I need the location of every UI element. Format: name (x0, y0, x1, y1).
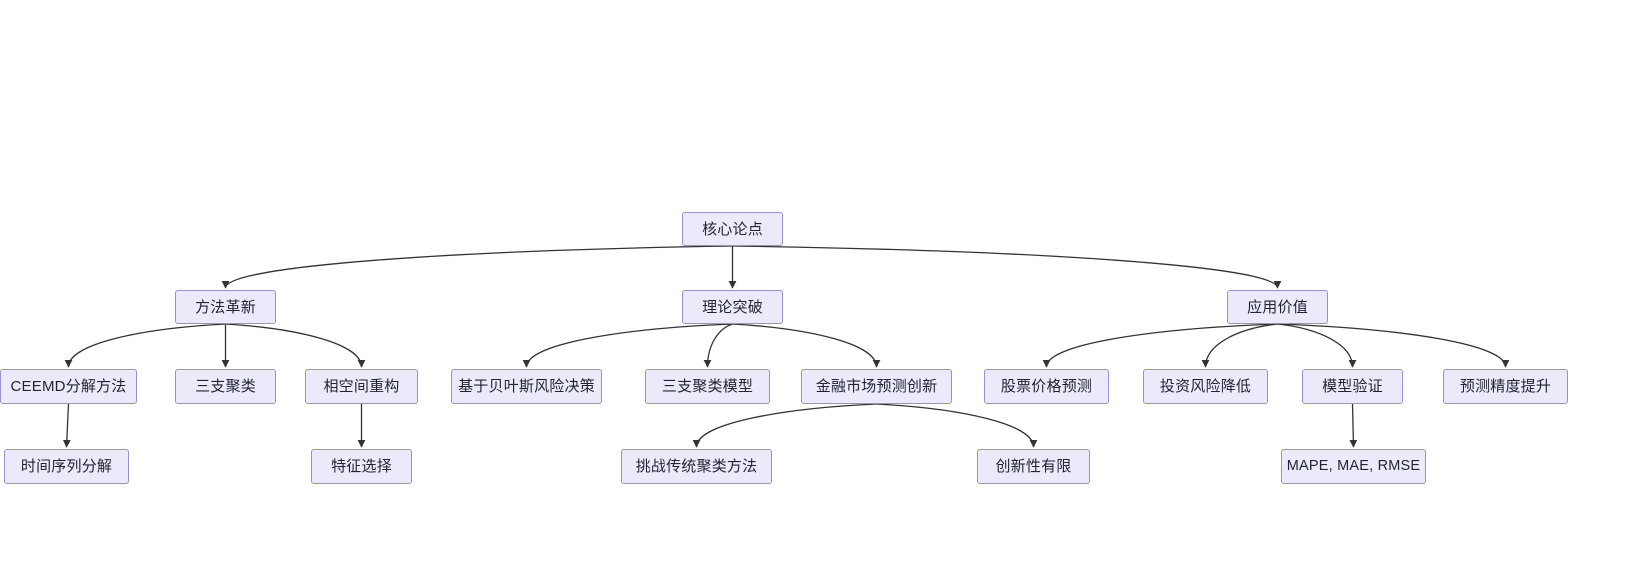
edge-l2a-to-l3a3 (225, 323, 366, 368)
edge-root-to-l2c (732, 245, 1282, 289)
edge-l2c-to-l3c3 (1277, 323, 1357, 368)
edge-l2a-to-l3a1 (64, 323, 226, 368)
node-l3c1[interactable]: 股票价格预测 (984, 369, 1109, 404)
node-label: 投资风险降低 (1159, 378, 1252, 395)
node-l3b2[interactable]: 三支聚类模型 (645, 369, 770, 404)
node-label: 创新性有限 (995, 458, 1072, 475)
edge-l2c-to-l3c4 (1277, 323, 1510, 368)
edge-l2b-to-l3b3 (732, 323, 881, 368)
node-label: 三支聚类模型 (661, 378, 754, 395)
node-label: 核心论点 (702, 220, 763, 238)
edge-l2b-to-l3b1 (522, 323, 733, 368)
node-l3c2[interactable]: 投资风险降低 (1143, 369, 1268, 404)
node-label: 预测精度提升 (1459, 378, 1552, 395)
node-l4b1[interactable]: 挑战传统聚类方法 (621, 449, 772, 484)
node-label: 相空间重构 (323, 378, 400, 395)
node-l4c1[interactable]: MAPE, MAE, RMSE (1281, 449, 1426, 484)
edge-l3a1-to-l4a1 (62, 403, 71, 448)
node-l3b1[interactable]: 基于贝叶斯风险决策 (451, 369, 602, 404)
edge-l3c3-to-l4c1 (1349, 403, 1358, 448)
node-label: 方法革新 (195, 298, 256, 316)
node-label: 理论突破 (702, 298, 763, 316)
node-label: MAPE, MAE, RMSE (1286, 458, 1421, 475)
node-label: 特征选择 (331, 458, 392, 475)
node-label: 三支聚类 (195, 378, 256, 395)
edge-l2b-to-l3b2 (703, 323, 733, 368)
edge-l2c-to-l3c1 (1042, 323, 1278, 368)
node-label: 挑战传统聚类方法 (635, 458, 758, 475)
node-label: CEEMD分解方法 (10, 378, 127, 395)
node-l3b3[interactable]: 金融市场预测创新 (801, 369, 952, 404)
node-l4a1[interactable]: 时间序列分解 (4, 449, 129, 484)
node-l4b2[interactable]: 创新性有限 (977, 449, 1090, 484)
node-l3c3[interactable]: 模型验证 (1302, 369, 1403, 404)
edge-l3b3-to-l4b2 (876, 403, 1038, 448)
node-l3c4[interactable]: 预测精度提升 (1443, 369, 1568, 404)
edge-root-to-l2a (221, 245, 733, 289)
edges-group (62, 245, 1510, 448)
node-root[interactable]: 核心论点 (682, 212, 783, 246)
node-l2b[interactable]: 理论突破 (682, 290, 783, 324)
edge-l3b3-to-l4b1 (692, 403, 877, 448)
node-label: 应用价值 (1247, 298, 1308, 316)
node-l3a1[interactable]: CEEMD分解方法 (0, 369, 137, 404)
node-l2c[interactable]: 应用价值 (1227, 290, 1328, 324)
node-label: 基于贝叶斯风险决策 (458, 378, 595, 395)
node-label: 股票价格预测 (1000, 378, 1093, 395)
node-label: 模型验证 (1322, 378, 1383, 395)
edge-l2c-to-l3c2 (1201, 323, 1278, 368)
node-l3a3[interactable]: 相空间重构 (305, 369, 418, 404)
node-l2a[interactable]: 方法革新 (175, 290, 276, 324)
node-label: 时间序列分解 (20, 458, 113, 475)
node-l4a2[interactable]: 特征选择 (311, 449, 412, 484)
node-label: 金融市场预测创新 (815, 378, 938, 395)
node-l3a2[interactable]: 三支聚类 (175, 369, 276, 404)
